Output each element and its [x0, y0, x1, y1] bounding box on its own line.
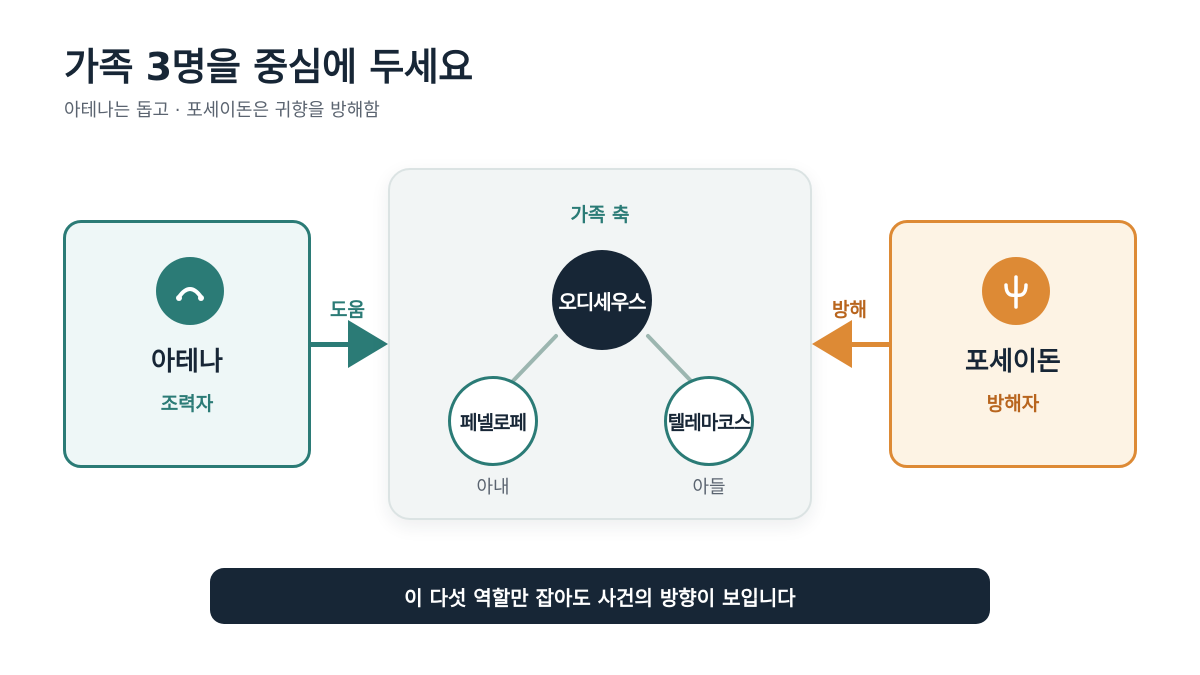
family-axis-panel: 가족 축 오디세우스 페넬로페 텔레마코스 아내 아들: [388, 168, 812, 520]
poseidon-name: 포세이돈: [965, 347, 1061, 377]
athena-role: 조력자: [160, 393, 214, 415]
hinder-arrow: [812, 320, 890, 368]
athena-card: 아테나 조력자: [63, 220, 311, 468]
penelope-caption: 아내: [476, 477, 510, 498]
help-arrow: [310, 320, 388, 368]
help-label: 도움: [330, 299, 365, 321]
page-title: 가족 3명을 중심에 두세요: [64, 45, 473, 89]
penelope-node: 페넬로페: [448, 376, 538, 466]
odysseus-node: 오디세우스: [552, 250, 652, 350]
poseidon-role: 방해자: [986, 393, 1040, 415]
footer-banner: 이 다섯 역할만 잡아도 사건의 방향이 보입니다: [210, 568, 990, 624]
helmet-icon-glyph: [176, 287, 204, 301]
helmet-icon: [156, 257, 224, 325]
telemachus-node: 텔레마코스: [664, 376, 754, 466]
family-connectors: [510, 334, 694, 384]
telemachus-caption: 아들: [692, 477, 726, 498]
family-axis-title: 가족 축: [570, 204, 630, 226]
poseidon-card: 포세이돈 방해자: [889, 220, 1137, 468]
footer-text: 이 다섯 역할만 잡아도 사건의 방향이 보입니다: [404, 585, 796, 610]
page-subtitle: 아테나는 돕고 · 포세이돈은 귀향을 방해함: [64, 100, 380, 121]
athena-name: 아테나: [151, 347, 223, 377]
hinder-label: 방해: [832, 299, 867, 321]
trident-icon: [982, 257, 1050, 325]
trident-icon-glyph: [1004, 275, 1028, 309]
